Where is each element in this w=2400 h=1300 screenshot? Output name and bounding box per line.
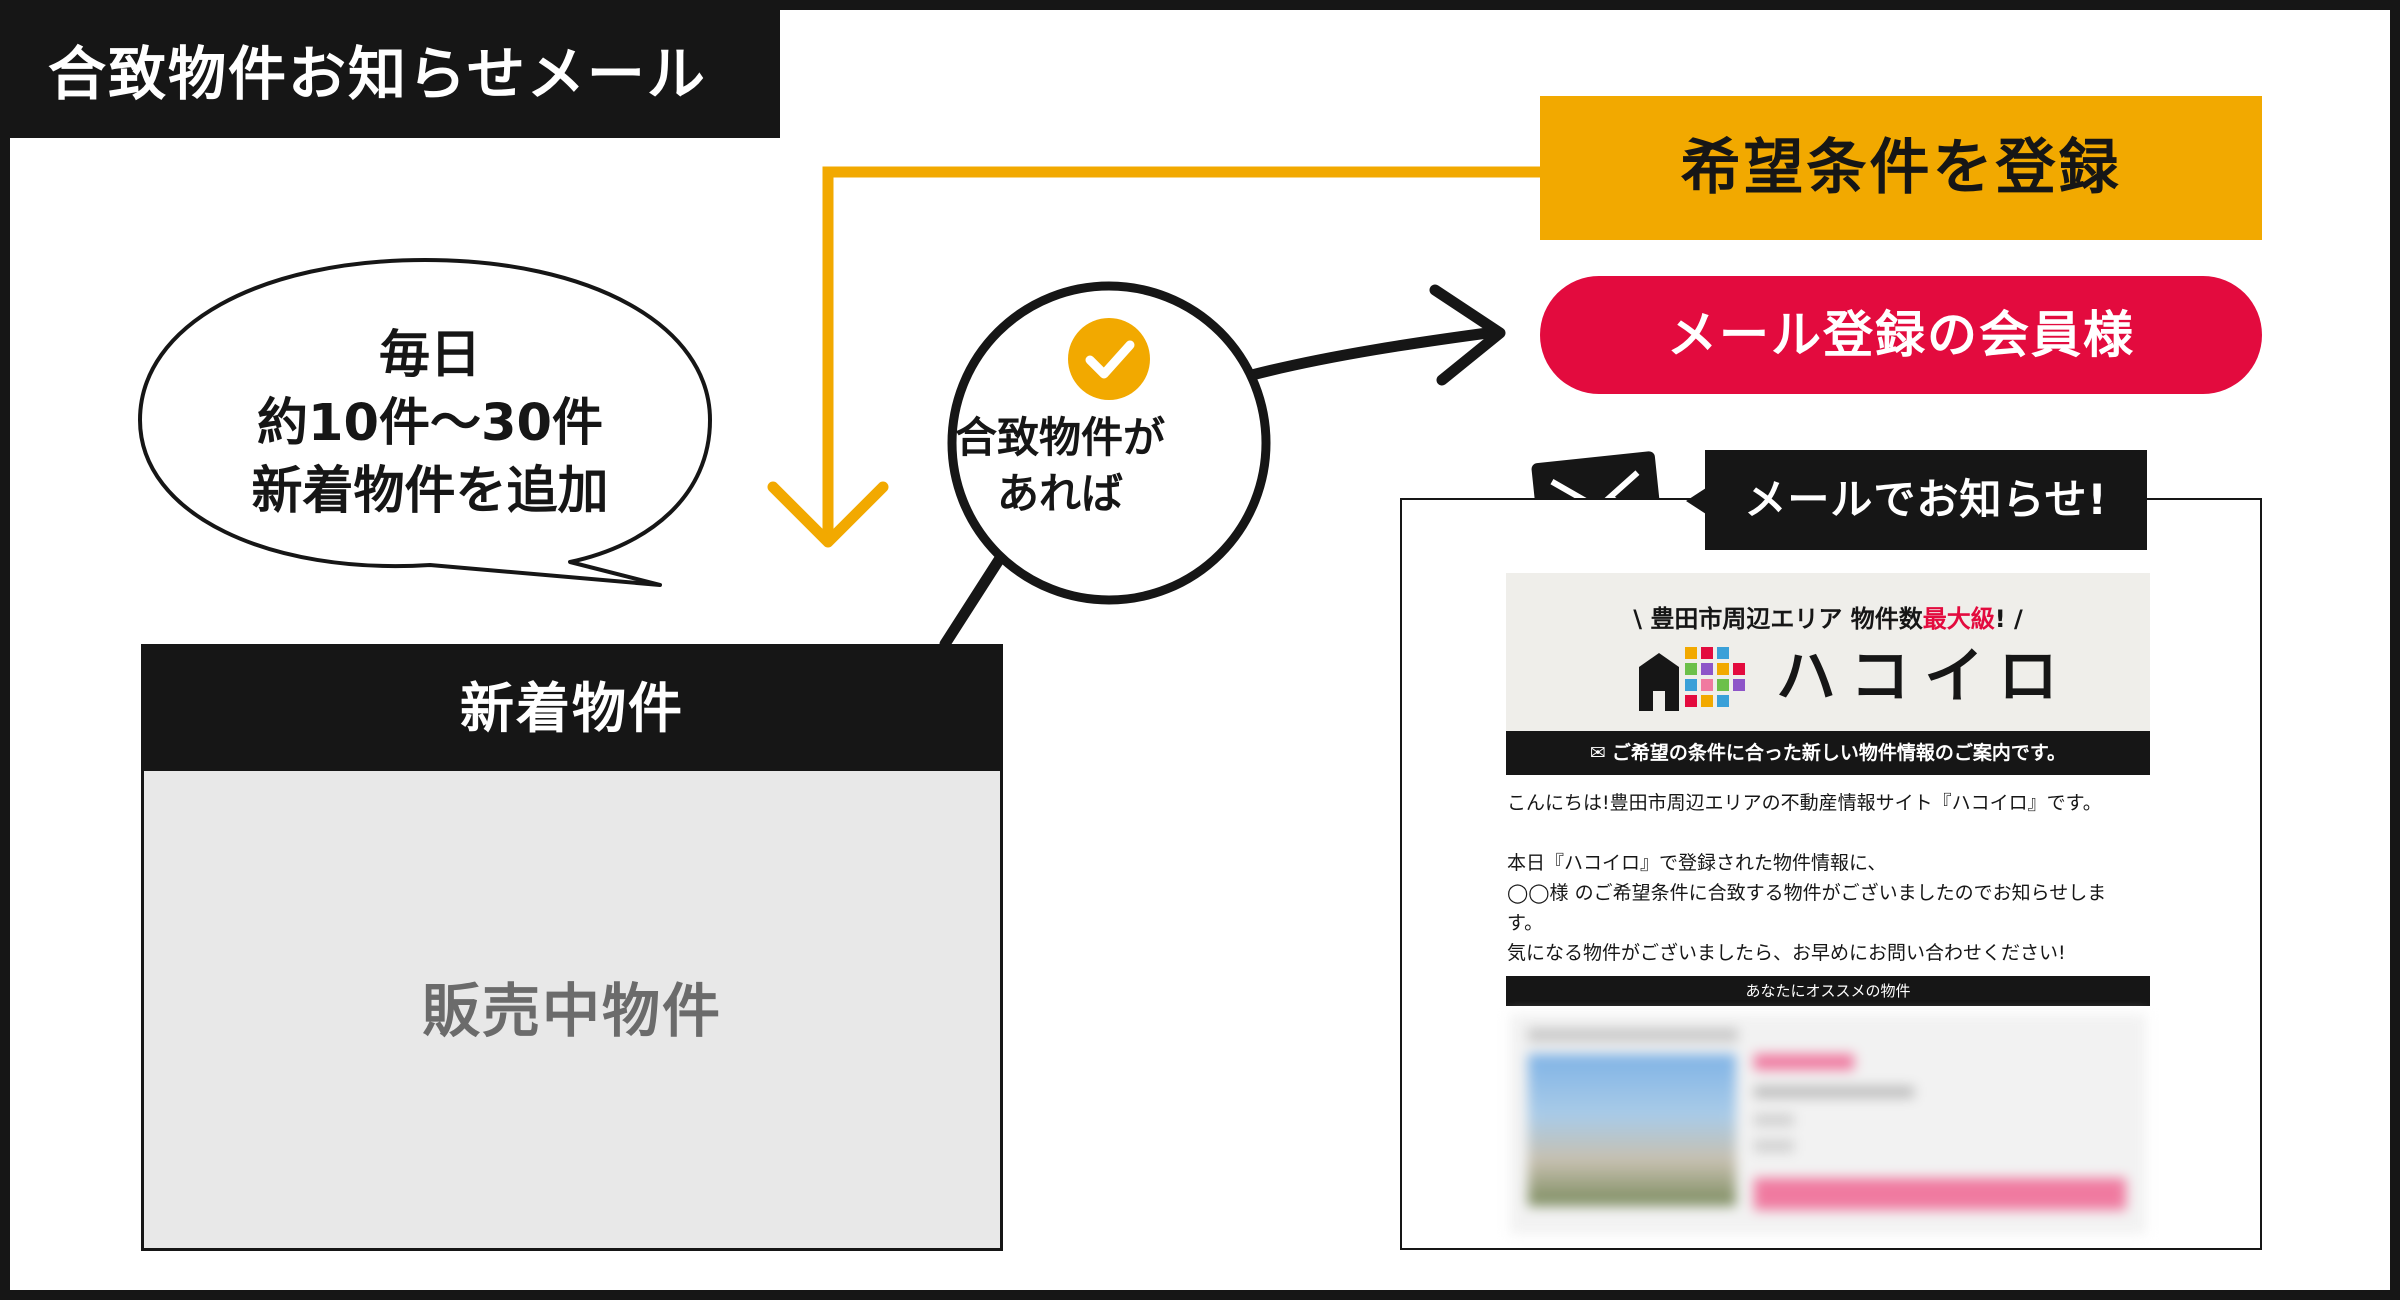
bubble-text: 毎日 約10件〜30件 新着物件を追加: [150, 322, 710, 526]
mail-body-line: 本日『ハコイロ』で登録された物件情報に、: [1507, 852, 1887, 874]
card-button-placeholder: [1754, 1178, 2126, 1210]
card-text-placeholder: [1754, 1086, 1914, 1098]
blurred-listing-card: [1510, 1014, 2146, 1234]
tagline-deco: \: [1633, 605, 1651, 633]
tagline-accent: 最大級: [1922, 605, 1995, 633]
mail-intro-text: ご希望の条件に合った新しい物件情報のご案内です。: [1611, 742, 2067, 764]
card-text-placeholder: [1754, 1114, 1794, 1126]
register-conditions-box: 希望条件を登録: [1540, 96, 2262, 240]
mail-body-line: こんにちは!豊田市周辺エリアの不動産情報サイト『ハコイロ』です。: [1507, 792, 2102, 814]
mail-body-line: [1507, 818, 2147, 848]
member-arrowhead: [1429, 284, 1506, 386]
check-circle-line: 合致物件が: [954, 413, 1165, 462]
card-text-placeholder: [1754, 1140, 1794, 1152]
mail-intro-strip: ✉ご希望の条件に合った新しい物件情報のご案内です。: [1506, 731, 2150, 775]
listing-body-label: 販売中物件: [421, 977, 722, 1045]
page-title: 合致物件お知らせメール: [10, 10, 780, 138]
mail-banner: \ 豊田市周辺エリア 物件数最大級! / ハコイロ: [1506, 573, 2150, 731]
orange-arrowhead: [767, 481, 889, 548]
listing-header: 新着物件: [144, 647, 1000, 771]
member-pill: メール登録の会員様: [1540, 276, 2262, 394]
speech-bubble: [138, 258, 712, 587]
tagline-deco: /: [2005, 605, 2023, 633]
tagline-prefix: 豊田市周辺エリア 物件数: [1650, 605, 1923, 633]
small-envelope-icon: ✉: [1589, 742, 1606, 764]
mail-body-line: ◯◯様 のご希望条件に合致する物件がございましたのでお知らせしま: [1507, 882, 2107, 904]
notice-label: メールでお知らせ!: [1705, 450, 2147, 550]
check-circle: [947, 281, 1271, 605]
bubble-line: 新着物件を追加: [251, 462, 609, 521]
card-title-placeholder: [1754, 1054, 1854, 1070]
card-caption-placeholder: [1528, 1028, 1738, 1042]
bubble-line: 毎日: [378, 326, 481, 385]
recommend-strip: あなたにオススメの物件: [1506, 976, 2150, 1006]
notice-label-tail: [1686, 488, 1706, 514]
check-icon: [1068, 318, 1150, 400]
brand-logo-icon: [1639, 647, 1745, 711]
bubble-line: 約10件〜30件: [257, 394, 603, 453]
listing-panel: 新着物件 販売中物件: [141, 644, 1003, 1251]
card-photo-placeholder: [1528, 1054, 1736, 1206]
diagram-canvas: 合致物件お知らせメール 毎日 約10件〜30件 新着物件を追加 新着物件 販売中…: [10, 10, 2390, 1290]
brand-logo-text: ハコイロ: [1776, 642, 2072, 712]
mail-body: こんにちは!豊田市周辺エリアの不動産情報サイト『ハコイロ』です。 本日『ハコイロ…: [1507, 788, 2147, 968]
orange-flow-line: [822, 166, 1540, 540]
mail-tagline: \ 豊田市周辺エリア 物件数最大級! /: [1506, 599, 2150, 634]
member-arrow-line: [1246, 326, 1501, 381]
mail-body-line: す。: [1507, 912, 1544, 934]
mail-body-line: 気になる物件がございましたら、お早めにお問い合わせください!: [1507, 942, 2066, 964]
check-circle-text: 合致物件が あれば: [940, 410, 1180, 522]
check-circle-line: あれば: [996, 469, 1123, 518]
tagline-suffix: !: [1994, 605, 2006, 633]
